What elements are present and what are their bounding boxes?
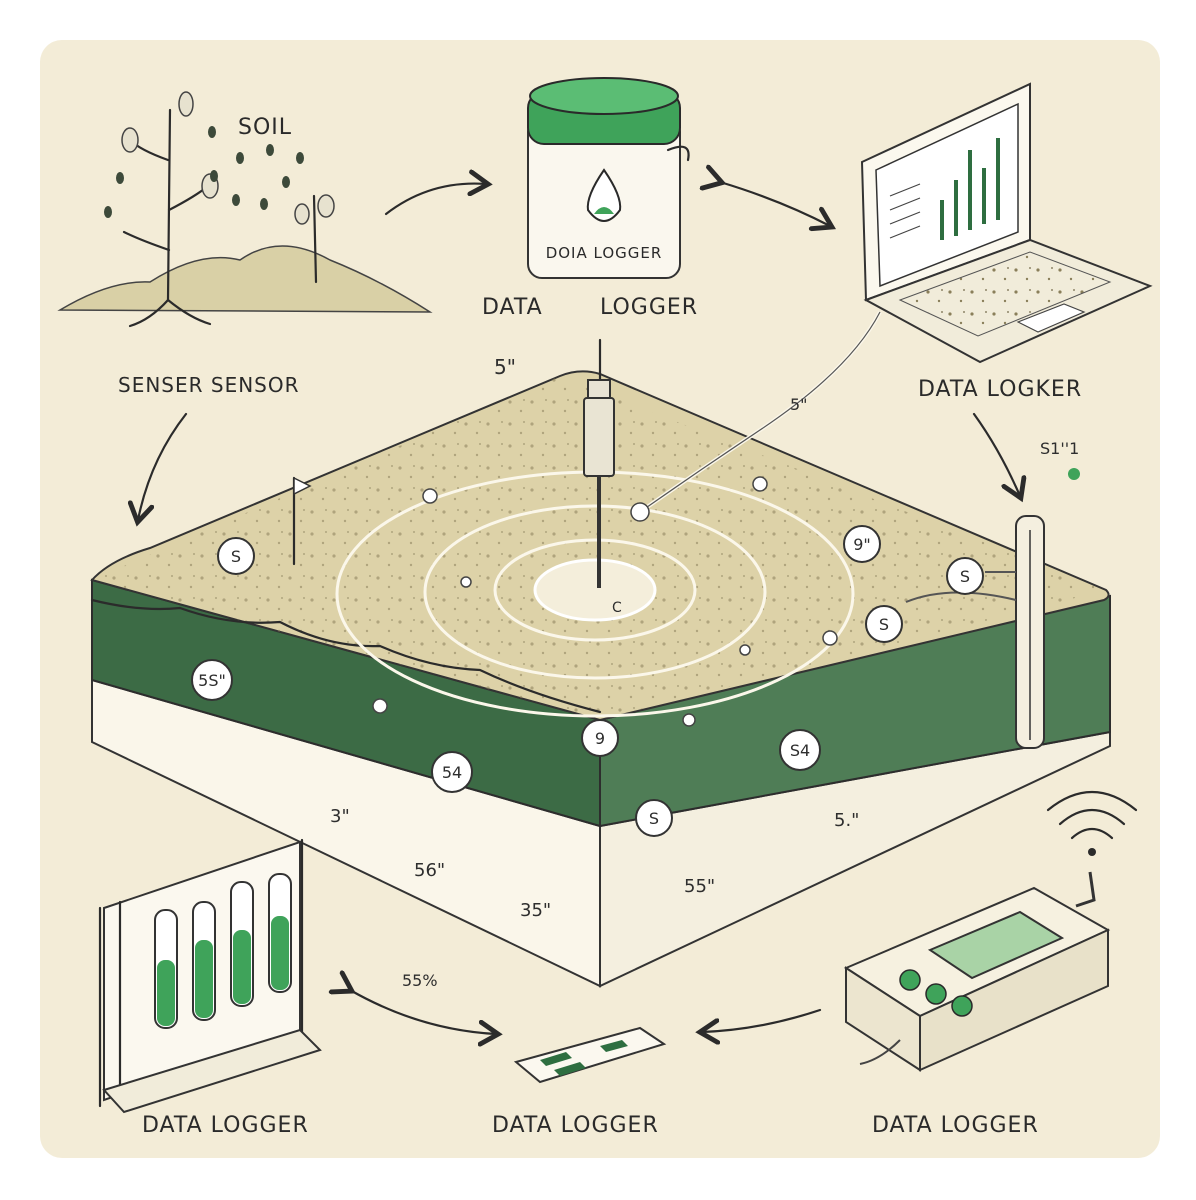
soil-label: SOIL [238,115,292,140]
right-side-label: S1''1 [1040,439,1079,458]
data-card [513,1026,667,1084]
arrow-mid-label: 55% [402,971,438,990]
test-tube [154,909,178,1029]
bottom-left-caption: DATA LOGGER [142,1113,309,1138]
bottom-center-caption: DATA LOGGER [492,1113,659,1138]
sensor-badges: S 9" S S 5S" 9 S4 54 S [191,525,984,837]
sensor-badge: S [946,557,984,595]
slab-front-mid-label: 56" [414,860,445,881]
tube-sensor-right: S1''1 [905,439,1080,749]
test-tube-rack [98,838,322,1114]
sensor-badge: S [217,537,255,575]
laptop-caption: DATA LOGKER [918,377,1082,402]
jar-caption-right: LOGGER [600,295,698,320]
bottom-right-caption: DATA LOGGER [872,1113,1039,1138]
badge-text: S4 [790,741,810,760]
plants-soil-illustration: SOIL [57,91,433,328]
badge-text: 54 [442,763,462,782]
sensor-badge: 54 [431,751,473,793]
sensor-badge: 9" [843,525,881,563]
cable-mid-label: 5" [790,395,808,414]
soil-probe: C 5" [494,338,622,616]
slab-right-mid-label: 55" [684,876,715,897]
test-tube [268,873,292,993]
badge-text: 5S" [198,671,226,690]
sensor-badge: S [635,799,673,837]
arrow-sensor-down [138,412,188,520]
arrow-laptop-down [972,412,1020,496]
slab-front-low-label: 35" [520,900,551,921]
wifi-icon [1046,791,1138,856]
sensor-badge: S4 [779,729,821,771]
badge-text: 9" [853,535,871,554]
badge-text: 9 [595,729,605,748]
probe-top-label: 5" [494,355,516,379]
laptop-icon [860,82,1153,364]
slab-right-top-label: 5." [834,810,859,831]
test-tube [192,901,216,1021]
flag-marker [292,476,312,566]
arrow-device-card [702,1008,822,1032]
sensor-caption: SENSER SENSOR [118,373,300,397]
probe-base-label: C [612,600,622,616]
sensor-badge: S [865,605,903,643]
wireless-logger-device [843,791,1138,1072]
arrow-soil-to-jar [384,184,486,216]
badge-text: S [231,547,241,566]
badge-text: S [879,615,889,634]
arrow-jar-laptop [720,182,830,226]
jar-print: DOIA LOGGER [546,244,663,262]
sensor-badge: 5S" [191,659,233,701]
badge-text: S [649,809,659,828]
sensor-badge: 9 [581,719,619,757]
arrow-rack-card [350,990,496,1034]
slab-front-left-label: 3" [330,806,350,827]
test-tube [230,881,254,1007]
jar-caption-left: DATA [482,295,543,320]
flow-arrows [138,182,1020,1034]
badge-text: S [960,567,970,586]
data-logger-jar: DOIA LOGGER [527,77,690,279]
